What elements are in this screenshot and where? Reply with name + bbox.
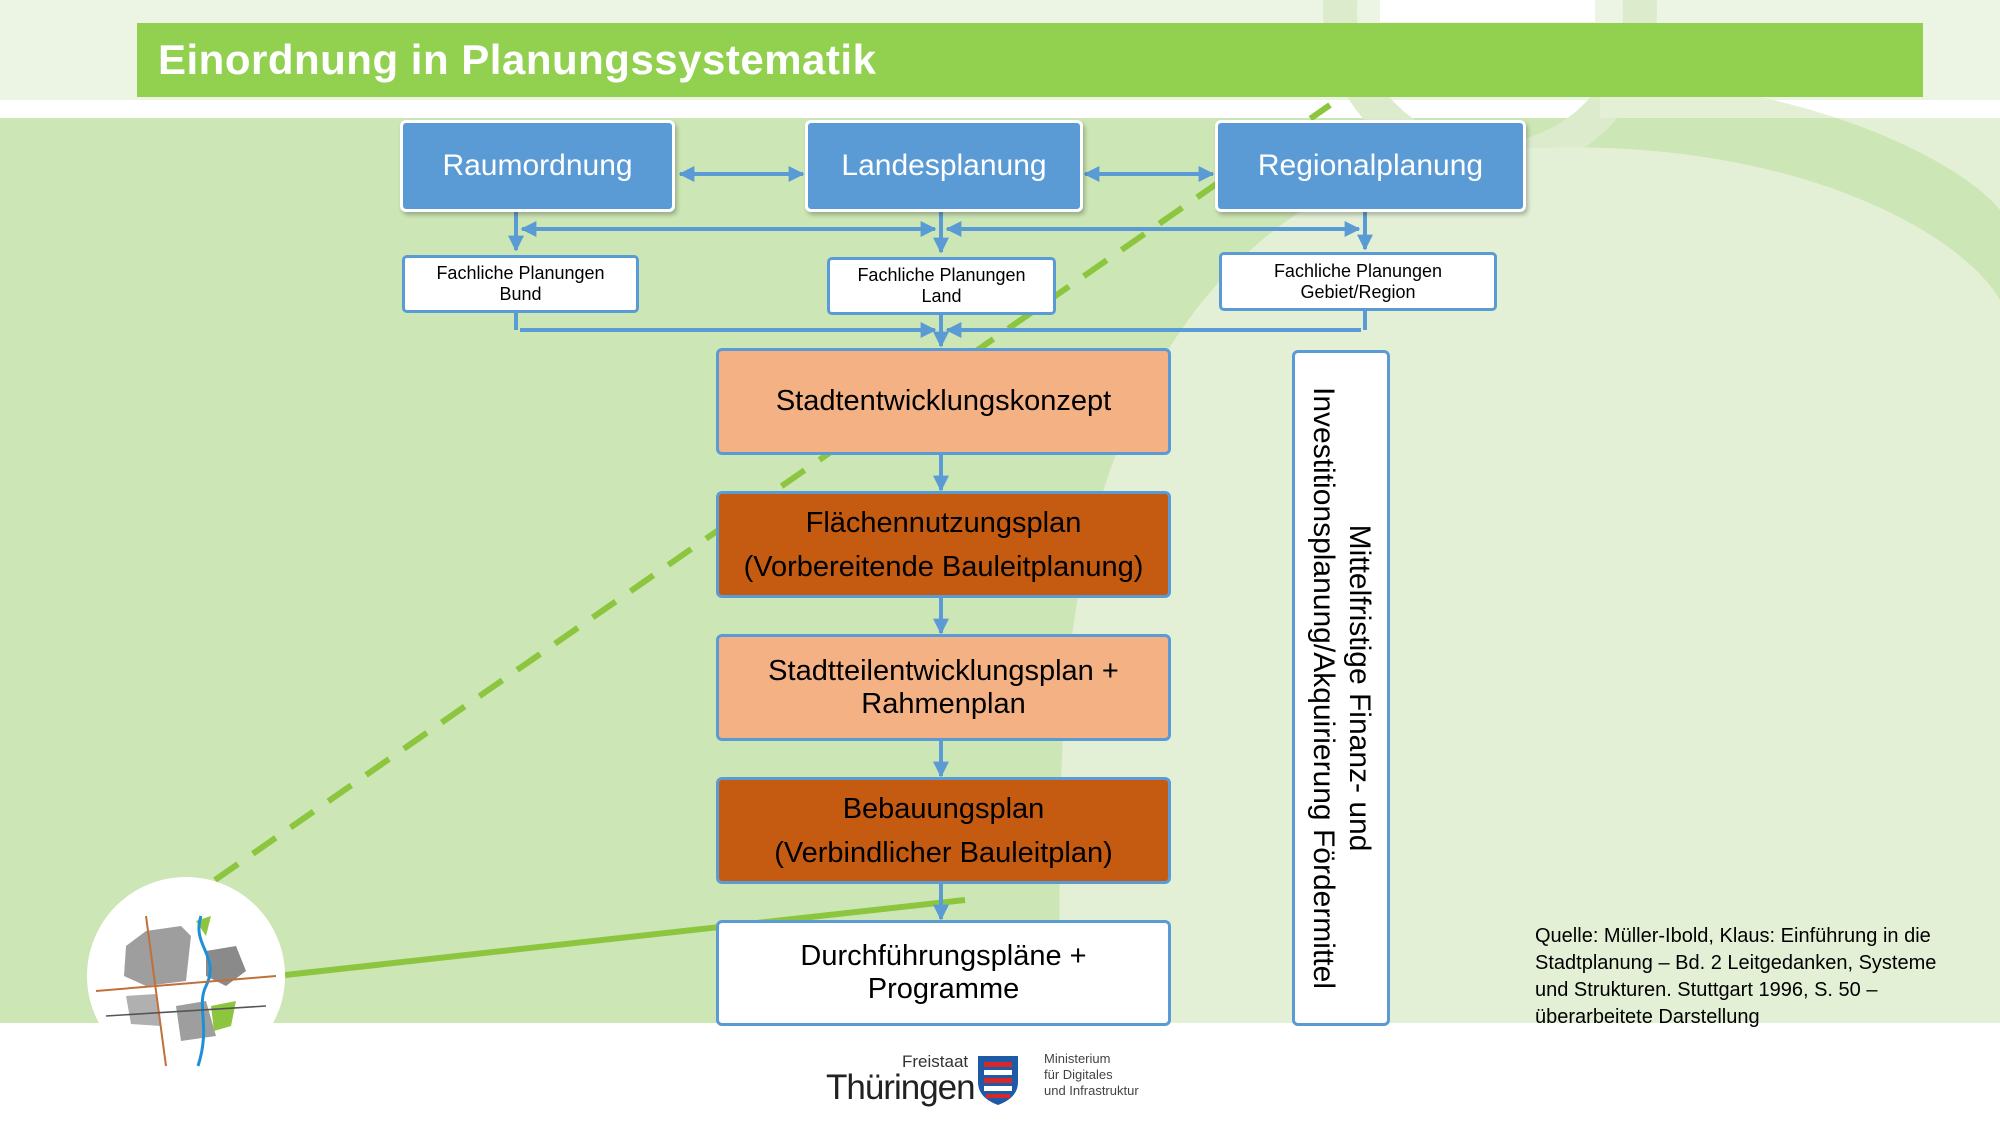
node-stadtentwicklungskonzept: Stadtentwicklungskonzept [716,348,1171,455]
node-line1: Stadtentwicklungskonzept [775,385,1112,417]
node-line2: Bund [499,284,542,304]
node-line2: Rahmenplan [861,687,1026,720]
node-line2: Programme [867,973,1020,1005]
node-line1: Fachliche Planungen [436,263,605,283]
vertical-label: Mittelfristige Finanz- und Investitionsp… [1305,368,1377,1008]
node-label: Regionalplanung [1257,149,1484,182]
node-raumordnung: Raumordnung [400,120,675,212]
node-fachliche-land: Fachliche Planungen Land [827,257,1056,315]
node-flaechennutzungsplan: Flächennutzungsplan (Vorbereitende Baule… [716,491,1171,598]
node-line1: Fachliche Planungen [857,265,1026,285]
vertical-line1: Mittelfristige Finanz- und [1343,524,1376,852]
node-stadtteilentwicklungsplan: Stadtteilentwicklungsplan + Rahmenplan [716,634,1171,741]
node-line2: (Verbindlicher Bauleitplan) [774,836,1113,869]
node-line1: Flächennutzungsplan [805,506,1082,539]
node-line2: Land [921,286,962,306]
node-label: Raumordnung [442,149,633,182]
node-finanzplanung: Mittelfristige Finanz- und Investitionsp… [1292,350,1390,1026]
node-durchfuehrungsplaene: Durchführungspläne + Programme [716,920,1171,1026]
node-line1: Bebauungsplan [842,792,1045,825]
node-fachliche-region: Fachliche Planungen Gebiet/Region [1219,252,1497,311]
node-label: Landesplanung [841,149,1047,182]
vertical-line2: Investitionsplanung/Akquirierung Förderm… [1307,387,1340,989]
logo-ministry: Ministerium für Digitales und Infrastruk… [1044,1051,1139,1098]
page-title: Einordnung in Planungssystematik [158,36,877,83]
thueringen-logo: Freistaat Thüringen Ministerium für Digi… [822,1048,1152,1108]
node-bebauungsplan: Bebauungsplan (Verbindlicher Bauleitplan… [716,777,1171,884]
coat-of-arms-icon [978,1056,1018,1105]
node-landesplanung: Landesplanung [805,120,1083,212]
logo-name: Thüringen [826,1068,976,1107]
logo-freistaat: Freistaat [902,1052,969,1071]
title-bar: Einordnung in Planungssystematik [137,23,1923,97]
node-line1: Fachliche Planungen [1273,260,1443,281]
node-regionalplanung: Regionalplanung [1215,120,1526,212]
source-note: Quelle: Müller-Ibold, Klaus: Einführung … [1535,925,1937,1028]
node-line1: Durchführungspläne + [800,940,1087,972]
node-line1: Stadtteilentwicklungsplan + [768,654,1119,687]
node-line2: (Vorbereitende Bauleitplanung) [743,550,1144,583]
node-fachliche-bund: Fachliche Planungen Bund [402,255,639,313]
node-line2: Gebiet/Region [1300,281,1416,302]
city-map-icon [87,877,285,1075]
